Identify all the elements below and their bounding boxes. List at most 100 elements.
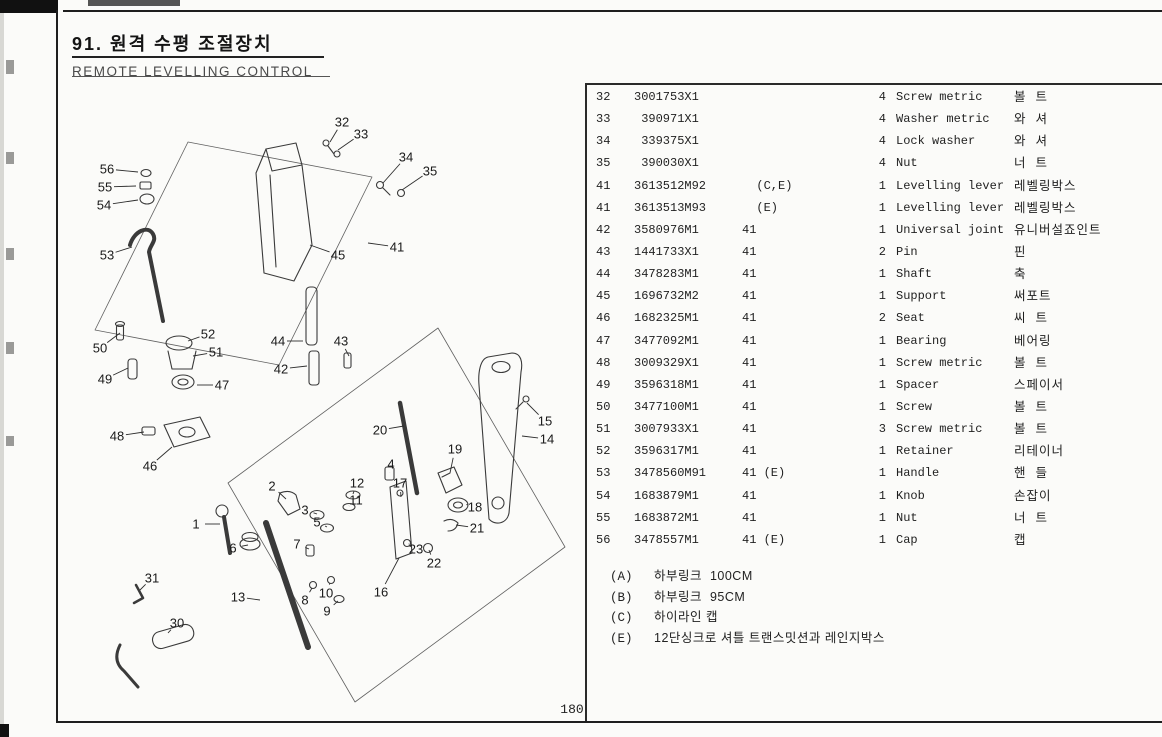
cell-ref: 56 (596, 532, 611, 547)
diagram-callout-label: 7 (293, 537, 300, 552)
cell-code: 41 (742, 333, 757, 348)
cell-ref: 55 (596, 510, 611, 525)
callout-leader-line (115, 169, 139, 173)
cell-desc: Pin (896, 244, 918, 259)
diagram-callout-label: 15 (538, 414, 552, 429)
page-number: 180 (560, 702, 584, 717)
diagram-callout-label: 11 (349, 493, 363, 508)
cell-desc: Seat (896, 311, 925, 326)
callout-leader-line (313, 512, 318, 515)
cell-kor: 캡 (1014, 532, 1027, 547)
cell-part_no: 3613512M92 (634, 178, 707, 193)
diagram-callout-label: 19 (448, 442, 462, 457)
cell-kor: 너 트 (1014, 156, 1048, 171)
diagram-callout-label: 42 (274, 362, 288, 377)
cell-part_no: 1682325M1 (634, 311, 699, 326)
diagram-callout-label: 32 (335, 115, 349, 130)
cell-code: 41 (E) (742, 532, 786, 547)
cell-ref: 48 (596, 355, 611, 370)
cell-kor: 볼 트 (1014, 90, 1048, 104)
part-rod (397, 400, 420, 496)
diagram-callout-label: 8 (301, 593, 308, 608)
cell-part_no: 1683872M1 (634, 510, 699, 525)
cell-ref: 52 (596, 444, 611, 459)
cell-qty: 4 (878, 112, 886, 127)
cell-ref: 50 (596, 399, 611, 414)
callout-leader-line (125, 431, 145, 436)
cell-kor: 볼 트 (1014, 422, 1048, 437)
cell-part_no: 1683879M1 (634, 488, 699, 503)
cell-desc: Screw metric (896, 355, 983, 370)
diagram-callout-label: 10 (319, 586, 333, 601)
diagram-callout-label: 47 (215, 378, 229, 393)
callout-leader-line (113, 185, 137, 188)
part-support (255, 142, 313, 282)
cell-ref: 54 (596, 488, 611, 503)
diagram-callout-label: 56 (100, 162, 114, 177)
cell-ref: 41 (596, 178, 611, 193)
note-text: 12단싱크로 셔틀 트랜스밋션과 레인지박스 (654, 630, 885, 645)
cell-desc: Levelling lever (896, 178, 1005, 193)
cell-kor: 볼 트 (1014, 399, 1048, 414)
cell-ref: 35 (596, 156, 611, 171)
cell-qty: 1 (878, 466, 886, 481)
cell-ref: 49 (596, 377, 611, 392)
cell-qty: 1 (878, 444, 886, 459)
diagram-callout-label: 34 (399, 150, 413, 165)
callout-leader-line (367, 242, 389, 247)
cell-part_no: 3580976M1 (634, 222, 699, 237)
cell-part_no: 3478560M91 (634, 466, 707, 481)
callout-leader-line (388, 425, 405, 429)
cell-kor: 와 셔 (1014, 112, 1048, 127)
callout-leader-line (521, 435, 539, 439)
diagram-callout-label: 17 (393, 476, 407, 491)
cell-desc: Handle (896, 466, 940, 481)
diagram-callout-label: 4 (387, 457, 394, 472)
cell-ref: 53 (596, 466, 611, 481)
cell-code: 41 (742, 244, 757, 259)
diagram-callout-label: 1 (192, 517, 199, 532)
cell-desc: Screw (896, 399, 933, 414)
cell-qty: 3 (878, 422, 886, 437)
cell-ref: 51 (596, 422, 611, 437)
note-key: (E) (610, 631, 633, 646)
cell-kor: 레벨링박스 (1014, 178, 1077, 193)
cell-code: 41 (742, 267, 757, 282)
cell-code: 41 (742, 222, 757, 237)
cell-kor: 손잡이 (1014, 488, 1052, 503)
cell-kor: 베어링 (1014, 333, 1052, 348)
callout-leader-line (156, 446, 173, 461)
cell-desc: Universal joint (896, 222, 1005, 237)
cell-ref: 33 (596, 112, 611, 127)
cell-code (742, 86, 874, 108)
cell-qty: 4 (878, 134, 886, 149)
cell-qty: 2 (878, 244, 886, 259)
scan-artifact (6, 152, 14, 164)
cell-desc: Nut (896, 510, 918, 525)
cell-part_no: 1696732M2 (634, 289, 699, 304)
cell-part_no: 3596318M1 (634, 377, 699, 392)
diagram-callout-label: 31 (145, 571, 159, 586)
cell-code: 41 (742, 444, 757, 459)
scan-artifact (6, 60, 14, 74)
cell-qty: 1 (878, 399, 886, 414)
diagram-callout-label: 21 (470, 521, 484, 536)
diagram-callout-label: 55 (98, 180, 112, 195)
diagram-callout-label: 33 (354, 127, 368, 142)
panel-outline-upper (94, 141, 373, 366)
cell-ref: 44 (596, 267, 611, 282)
callout-leader-line (187, 336, 200, 342)
cell-part_no: 3478557M1 (634, 532, 699, 547)
note-line: (C)하이라인 캡 (610, 607, 885, 628)
header: 91. 원격 수평 조절장치 REMOTE LEVELLING CONTROL (72, 30, 330, 79)
cell-kor: 씨 트 (1014, 311, 1048, 326)
cell-desc: Shaft (896, 267, 933, 282)
callout-leader-line (455, 524, 469, 528)
cell-qty: 2 (878, 311, 886, 326)
callout-leader-line (352, 491, 355, 495)
